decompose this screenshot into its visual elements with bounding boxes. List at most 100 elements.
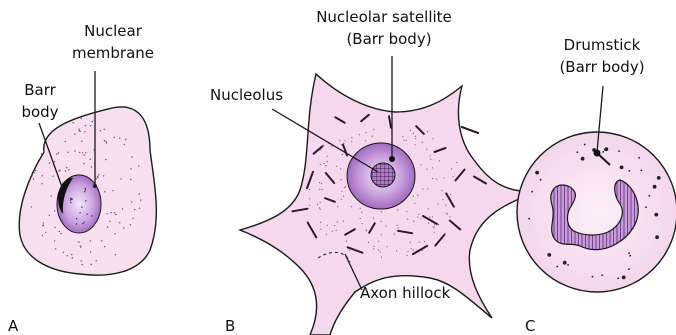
granule — [604, 147, 608, 151]
stipple-dot — [319, 182, 320, 183]
stipple-dot — [378, 249, 379, 250]
stipple-dot — [373, 218, 374, 219]
granule — [645, 206, 647, 208]
stipple-dot — [96, 260, 97, 261]
panel-letter-c: C — [525, 317, 535, 335]
stipple-dot — [309, 205, 310, 206]
stipple-dot — [449, 220, 450, 221]
stipple-dot — [404, 139, 405, 140]
stipple-dot — [387, 246, 388, 247]
stipple-dot — [79, 212, 80, 213]
stipple-dot — [320, 164, 321, 165]
stipple-dot — [429, 216, 430, 217]
stipple-dot — [33, 172, 34, 173]
granule — [601, 274, 603, 276]
granule — [531, 191, 533, 193]
stipple-dot — [85, 200, 86, 201]
stipple-dot — [362, 223, 363, 224]
stipple-dot — [71, 254, 72, 255]
stipple-dot — [422, 188, 423, 189]
stipple-dot — [381, 221, 382, 222]
label-nuclear-membrane-1: Nuclear — [84, 22, 143, 40]
stipple-dot — [360, 208, 361, 209]
granule — [628, 268, 630, 270]
stipple-dot — [104, 140, 105, 141]
stipple-dot — [407, 251, 408, 252]
stipple-dot — [131, 156, 132, 157]
stipple-dot — [396, 250, 397, 251]
stipple-dot — [406, 140, 407, 141]
stipple-dot — [65, 170, 66, 171]
stipple-dot — [361, 212, 362, 213]
stipple-dot — [427, 188, 428, 189]
stipple-dot — [97, 176, 98, 177]
stipple-dot — [337, 221, 338, 222]
stipple-dot — [446, 213, 447, 214]
stipple-dot — [406, 255, 407, 256]
panel-b: Nucleolar satellite (Barr body) Nucleolu… — [210, 8, 535, 335]
stipple-dot — [35, 170, 36, 171]
granule — [617, 278, 619, 280]
stipple-dot — [67, 152, 68, 153]
stipple-dot — [78, 241, 79, 242]
stipple-dot — [130, 179, 131, 180]
stipple-dot — [85, 125, 86, 126]
stipple-dot — [456, 162, 457, 163]
stipple-dot — [56, 153, 57, 154]
stipple-dot — [413, 196, 414, 197]
stipple-dot — [139, 193, 140, 194]
stipple-dot — [413, 133, 414, 134]
stipple-dot — [119, 138, 120, 139]
stipple-dot — [92, 121, 93, 122]
stipple-dot — [91, 264, 92, 265]
stipple-dot — [381, 211, 382, 212]
stipple-dot — [326, 156, 327, 157]
stipple-dot — [31, 206, 32, 207]
stipple-dot — [422, 142, 423, 143]
stipple-dot — [51, 195, 52, 196]
stipple-dot — [139, 208, 140, 209]
stipple-dot — [351, 206, 352, 207]
stipple-dot — [452, 176, 453, 177]
stipple-dot — [41, 183, 42, 184]
stipple-dot — [334, 225, 335, 226]
stipple-dot — [320, 229, 321, 230]
stipple-dot — [71, 198, 72, 199]
stipple-dot — [327, 225, 328, 226]
stipple-dot — [325, 165, 326, 166]
stipple-dot — [73, 122, 74, 123]
stipple-dot — [339, 140, 340, 141]
stipple-dot — [100, 130, 101, 131]
stipple-dot — [432, 167, 433, 168]
stipple-dot — [420, 164, 421, 165]
stipple-dot — [309, 198, 310, 199]
stipple-dot — [91, 215, 92, 216]
stipple-dot — [426, 149, 427, 150]
stipple-dot — [54, 161, 55, 162]
stipple-dot — [130, 168, 131, 169]
stipple-dot — [82, 223, 83, 224]
stipple-dot — [341, 179, 342, 180]
stipple-dot — [323, 145, 324, 146]
granule — [654, 213, 658, 217]
stipple-dot — [437, 204, 438, 205]
stipple-dot — [43, 224, 44, 225]
stipple-dot — [120, 178, 121, 179]
stipple-dot — [109, 221, 110, 222]
stipple-dot — [434, 232, 435, 233]
stipple-dot — [365, 140, 366, 141]
stipple-dot — [443, 177, 444, 178]
stipple-dot — [104, 191, 105, 192]
stipple-dot — [343, 221, 344, 222]
stipple-dot — [41, 153, 42, 154]
panel-letter-b: B — [225, 317, 235, 335]
stipple-dot — [70, 202, 71, 203]
stipple-dot — [112, 190, 113, 191]
granule — [567, 264, 569, 266]
stipple-dot — [55, 248, 56, 249]
granule — [577, 151, 579, 153]
stipple-dot — [125, 139, 126, 140]
stipple-dot — [76, 223, 77, 224]
granule — [620, 166, 624, 170]
